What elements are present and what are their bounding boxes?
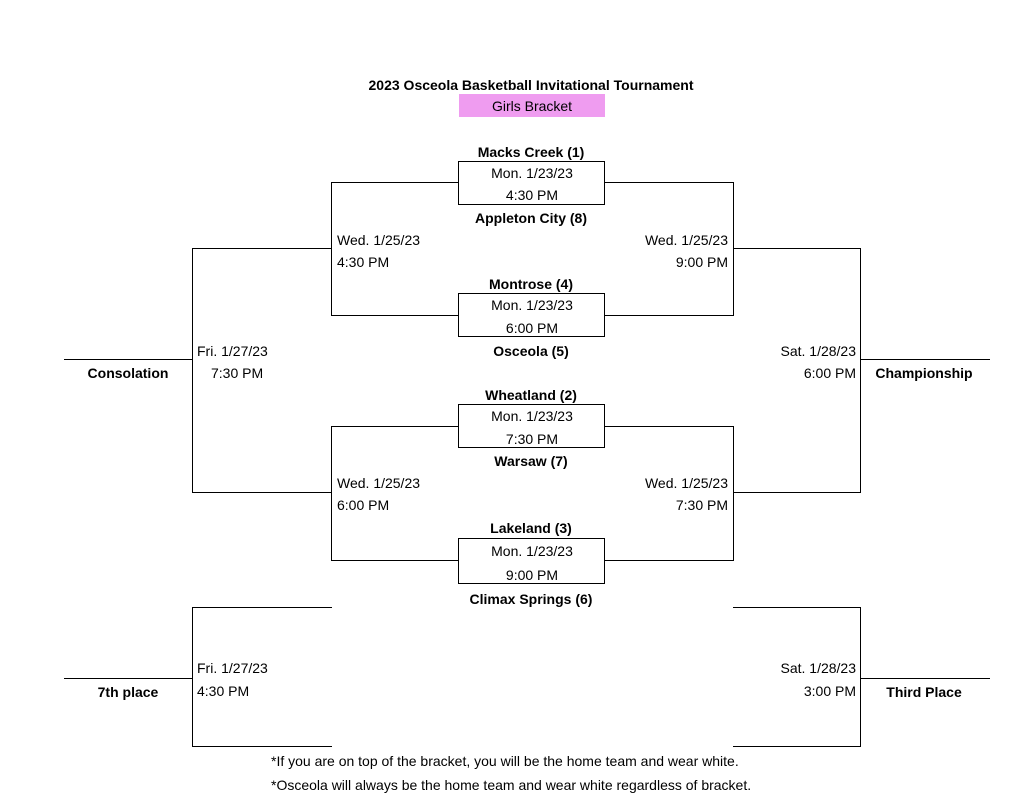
- game3-time: 7:30 PM: [505, 431, 559, 447]
- left-semi1-time: 4:30 PM: [337, 254, 390, 270]
- bracket-line: [192, 746, 332, 747]
- championship-time: 6:00 PM: [803, 365, 856, 381]
- bracket-line: [331, 182, 458, 183]
- bracket-line: [64, 359, 193, 360]
- bracket-line: [331, 426, 332, 561]
- bracket-line: [733, 492, 861, 493]
- seventh-place-time: 4:30 PM: [197, 683, 250, 699]
- left-semi2-date: Wed. 1/25/23: [337, 475, 421, 491]
- game3-top-team: Wheatland (2): [485, 387, 577, 403]
- left-semi1-date: Wed. 1/25/23: [337, 232, 421, 248]
- game2-date: Mon. 1/23/23: [491, 297, 573, 313]
- game2-time: 6:00 PM: [505, 320, 559, 336]
- game4-bottom-team: Climax Springs (6): [469, 591, 593, 607]
- game3-date: Mon. 1/23/23: [491, 408, 573, 424]
- third-place-date: Sat. 1/28/23: [780, 660, 856, 676]
- right-semi2-date: Wed. 1/25/23: [644, 475, 728, 491]
- footnote-home-team: *If you are on top of the bracket, you w…: [271, 753, 739, 769]
- bracket-line: [192, 248, 193, 493]
- championship-label: Championship: [875, 365, 973, 381]
- seventh-place-date: Fri. 1/27/23: [197, 660, 268, 676]
- bracket-line: [733, 746, 861, 747]
- bracket-line: [192, 607, 332, 608]
- game2-bottom-team: Osceola (5): [493, 343, 569, 359]
- game2-top-team: Montrose (4): [489, 276, 573, 292]
- right-semi1-date: Wed. 1/25/23: [644, 232, 728, 248]
- game1-date: Mon. 1/23/23: [491, 165, 573, 181]
- bracket-line: [860, 678, 990, 679]
- bracket-line: [733, 426, 734, 561]
- bracket-line: [860, 248, 861, 493]
- game3-box: [458, 404, 605, 448]
- consolation-time: 7:30 PM: [211, 365, 264, 381]
- consolation-label: Consolation: [87, 365, 169, 381]
- bracket-line: [733, 248, 861, 249]
- game2-box: [458, 293, 605, 337]
- game4-time: 9:00 PM: [505, 567, 559, 583]
- bracket-line: [860, 359, 990, 360]
- subtitle-banner: [459, 94, 605, 117]
- bracket-line: [331, 315, 458, 316]
- right-semi1-time: 9:00 PM: [675, 254, 728, 270]
- right-semi2-time: 7:30 PM: [675, 497, 728, 513]
- game4-box: [458, 538, 605, 584]
- bracket-line: [605, 560, 733, 561]
- game1-top-team: Macks Creek (1): [477, 144, 585, 160]
- bracket-line: [733, 182, 734, 316]
- game1-bottom-team: Appleton City (8): [475, 210, 587, 226]
- bracket-line: [192, 492, 332, 493]
- bracket-line: [733, 607, 861, 608]
- bracket-line: [64, 678, 193, 679]
- game1-box: [458, 161, 605, 205]
- game3-bottom-team: Warsaw (7): [494, 453, 568, 469]
- third-place-time: 3:00 PM: [803, 683, 856, 699]
- bracket-line: [331, 182, 332, 316]
- game1-time: 4:30 PM: [505, 187, 559, 203]
- bracket-line: [605, 182, 733, 183]
- consolation-date: Fri. 1/27/23: [197, 343, 268, 359]
- third-place-label: Third Place: [886, 684, 962, 700]
- subtitle: Girls Bracket: [491, 98, 573, 114]
- bracket-line: [192, 248, 332, 249]
- seventh-place-label: 7th place: [97, 684, 159, 700]
- left-semi2-time: 6:00 PM: [337, 497, 390, 513]
- game4-top-team: Lakeland (3): [490, 520, 572, 536]
- championship-date: Sat. 1/28/23: [780, 343, 856, 359]
- bracket-line: [192, 607, 193, 747]
- page-title: 2023 Osceola Basketball Invitational Tou…: [368, 77, 694, 93]
- bracket-line: [331, 426, 458, 427]
- bracket-line: [605, 426, 733, 427]
- footnote-osceola: *Osceola will always be the home team an…: [271, 777, 752, 793]
- bracket-line: [605, 315, 733, 316]
- game4-date: Mon. 1/23/23: [491, 543, 573, 559]
- bracket-line: [331, 560, 458, 561]
- bracket-line: [860, 607, 861, 747]
